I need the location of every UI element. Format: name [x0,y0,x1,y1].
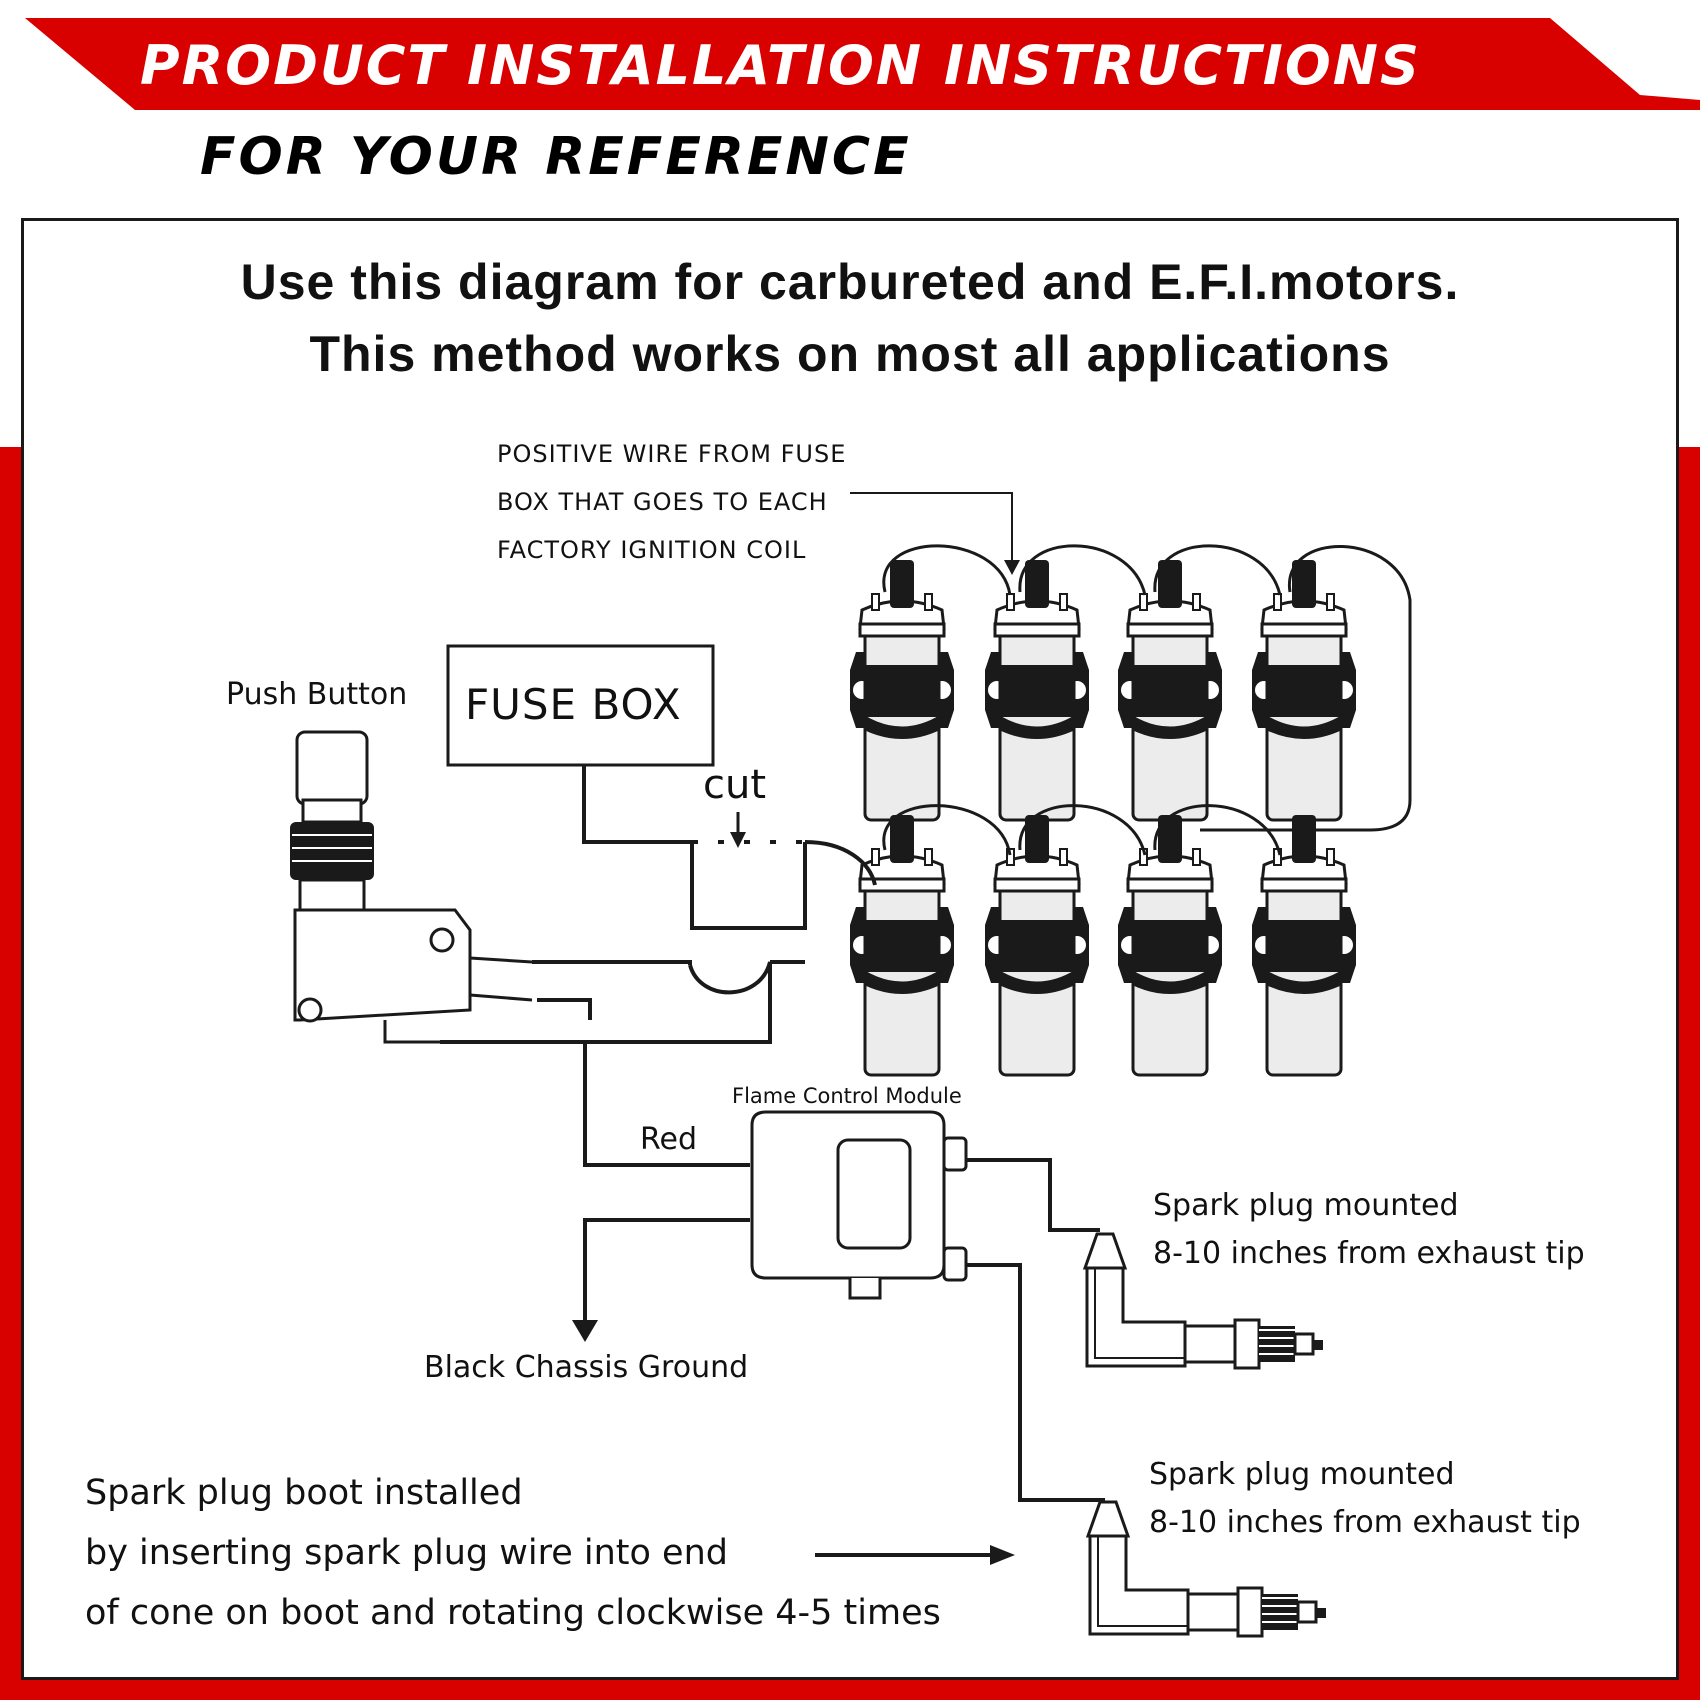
positive-wire-label-line-2: BOX THAT GOES TO EACH [497,488,828,516]
boot-note-line-2: by inserting spark plug wire into end [85,1533,728,1573]
fuse-box-outline [446,644,715,767]
spark-plug-1-line-2: 8-10 inches from exhaust tip [1153,1236,1585,1271]
positive-wire-label-line-1: POSITIVE WIRE FROM FUSE [497,440,847,468]
boot-note-line-3: of cone on boot and rotating clockwise 4… [85,1593,941,1633]
black-chassis-ground-label: Black Chassis Ground [424,1350,749,1385]
ignition-coil-icon [848,558,1358,1077]
cut-label: cut [703,762,767,808]
reference-subtitle: FOR YOUR REFERENCE [200,127,912,187]
spark-plug-2-line-2: 8-10 inches from exhaust tip [1149,1505,1581,1540]
header-banner [0,18,1700,110]
banner-title: PRODUCT INSTALLATION INSTRUCTIONS [140,34,1421,97]
positive-wire-label-line-3: FACTORY IGNITION COIL [497,536,807,564]
spark-plug-icon [1083,1232,1328,1638]
boot-note-line-1: Spark plug boot installed [85,1473,523,1513]
flame-control-module-label: Flame Control Module [732,1084,962,1108]
flame-control-module-icon [750,1110,968,1300]
intro-line-2: This method works on most all applicatio… [309,326,1391,382]
push-button-label: Push Button [226,677,408,712]
arrow-icon [990,1545,1015,1565]
bottom-red-band [0,1678,1700,1700]
red-wire-label: Red [640,1122,697,1157]
intro-line-1: Use this diagram for carbureted and E.F.… [240,254,1460,310]
push-button-switch-icon [290,730,533,1044]
spark-plug-1-line-1: Spark plug mounted [1153,1188,1459,1223]
fuse-box-label: FUSE BOX [465,680,682,729]
spark-plug-2-line-1: Spark plug mounted [1149,1457,1455,1492]
